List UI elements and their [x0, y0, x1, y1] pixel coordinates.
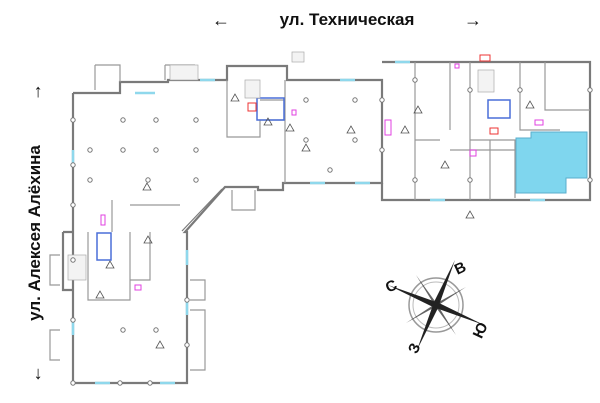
stairs — [67, 51, 495, 281]
highlighted-apartment[interactable] — [515, 131, 588, 194]
elevator — [487, 99, 511, 119]
column — [379, 147, 385, 153]
column — [70, 117, 76, 123]
column — [70, 380, 76, 386]
elevator — [256, 97, 285, 121]
column — [87, 177, 93, 183]
triangle-marker — [230, 93, 240, 102]
triangle-marker — [142, 182, 152, 191]
triangle-marker — [105, 260, 115, 269]
column — [467, 177, 473, 183]
column — [587, 87, 593, 93]
column — [153, 327, 159, 333]
column — [193, 177, 199, 183]
column — [145, 177, 151, 183]
column — [587, 177, 593, 183]
column — [193, 117, 199, 123]
triangle-marker — [413, 105, 423, 114]
column — [153, 147, 159, 153]
column — [303, 97, 309, 103]
column — [352, 137, 358, 143]
column — [412, 177, 418, 183]
column — [147, 380, 153, 386]
triangle-marker — [301, 143, 311, 152]
column — [87, 147, 93, 153]
column — [327, 167, 333, 173]
triangle-marker — [143, 235, 153, 244]
triangle-marker — [95, 290, 105, 299]
column — [70, 162, 76, 168]
column — [379, 97, 385, 103]
triangle-marker — [465, 210, 475, 219]
column — [184, 297, 190, 303]
elevator — [96, 232, 112, 261]
column — [70, 317, 76, 323]
markers — [95, 93, 535, 349]
arrow-right-icon: → — [463, 10, 482, 30]
column — [517, 87, 523, 93]
column — [153, 117, 159, 123]
marker-red — [479, 54, 491, 62]
column — [117, 380, 123, 386]
column — [352, 97, 358, 103]
column — [193, 147, 199, 153]
triangle-marker — [285, 123, 295, 132]
triangle-marker — [525, 100, 535, 109]
triangle-marker — [400, 125, 410, 134]
column — [412, 77, 418, 83]
windows — [71, 60, 545, 385]
interior-walls — [49, 62, 590, 371]
marker-red — [247, 102, 257, 112]
column — [120, 117, 126, 123]
street-label-top: ← ул. Техническая → — [212, 10, 482, 30]
marker-red — [489, 127, 499, 135]
compass-rose-icon — [388, 260, 484, 350]
column — [120, 327, 126, 333]
walls — [61, 60, 592, 385]
triangle-marker — [440, 160, 450, 169]
triangle-marker — [155, 340, 165, 349]
street-name-tekhnicheskaya: ул. Техническая — [279, 10, 415, 29]
column — [70, 202, 76, 208]
column — [120, 147, 126, 153]
columns — [70, 77, 593, 386]
triangle-marker — [346, 125, 356, 134]
arrow-left-icon: ← — [212, 10, 230, 30]
plumbing-fixtures — [100, 63, 544, 291]
triangle-marker — [263, 117, 273, 126]
column — [467, 87, 473, 93]
column — [303, 137, 309, 143]
column — [184, 342, 190, 348]
column — [70, 257, 76, 263]
